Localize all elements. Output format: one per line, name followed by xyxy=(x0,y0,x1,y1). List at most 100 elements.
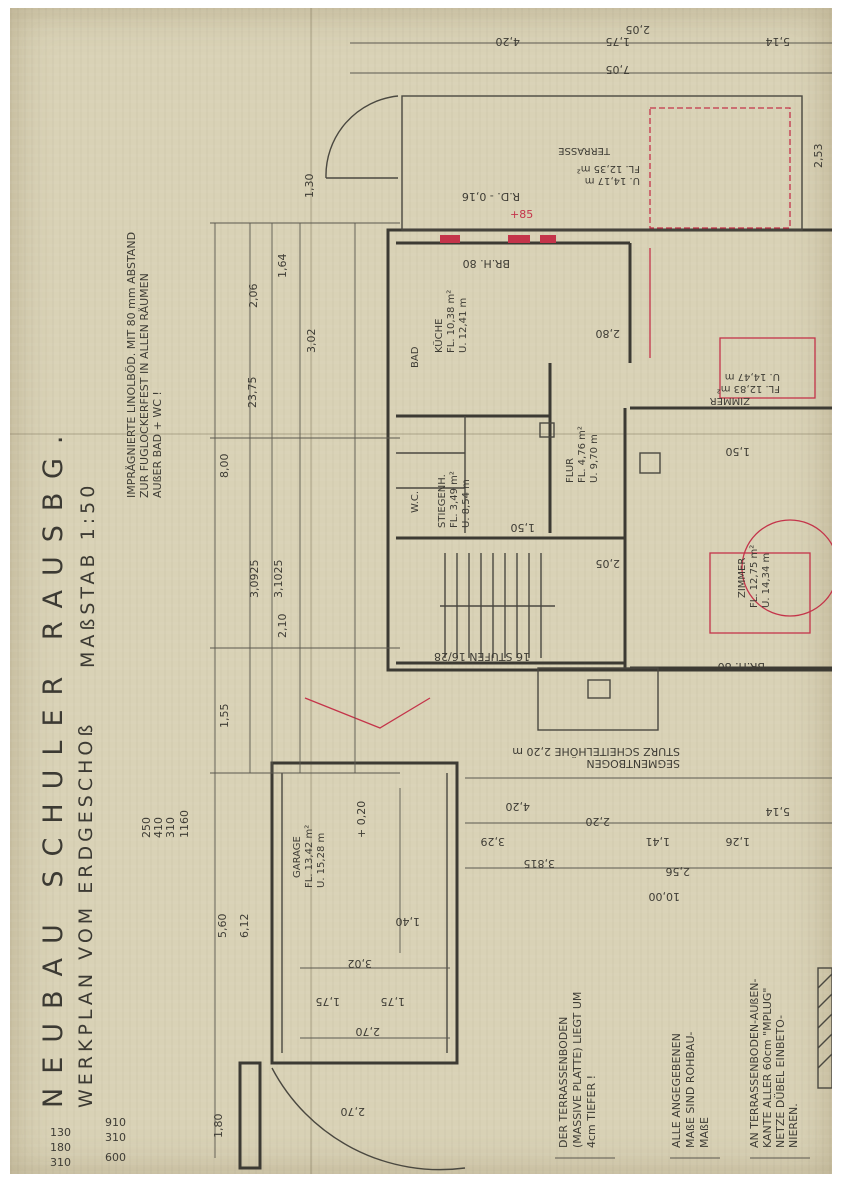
dim-label: + 0,20 xyxy=(355,801,368,838)
room-kueche-perimeter: U. 12,41 m xyxy=(458,298,469,353)
room-kueche-area: FL. 10,38 m² xyxy=(446,290,457,353)
dim-label: 2,05 xyxy=(626,23,651,36)
misc-annotations: +85 + 0,20 R.D. - 0,16 2,05 2,80 1,50 16… xyxy=(355,190,765,838)
bottom-notes: DER TERRASSENBODEN (MASSIVE PLATTE) LIEG… xyxy=(555,979,810,1159)
sum-label: 1160 xyxy=(178,810,191,838)
dim-label: +85 xyxy=(510,208,533,221)
dim-label: BR.H. 80 xyxy=(463,257,510,270)
note-terrace-line-2: (MASSIVE PLATTE) LIEGT UM xyxy=(571,992,584,1148)
dim-label: 1,30 xyxy=(303,174,316,199)
room-flur-area: FL. 4,76 m² xyxy=(577,426,588,483)
dim-label: 1,40 xyxy=(396,915,421,928)
room-stiegenhaus-name: STIEGENH. xyxy=(437,474,448,528)
dim-label: 1,26 xyxy=(726,835,751,848)
note-dowel-line-2: KANTE ALLER 60cm "MPLUG" xyxy=(761,988,774,1148)
dim-label: 2,20 xyxy=(586,815,611,828)
room-garage-perimeter: U. 15,28 m xyxy=(316,833,327,888)
dim-label: 1,50 xyxy=(511,521,536,534)
top-dimension-labels: 7,05 4,20 1,75 2,05 5,14 1,50 2,53 xyxy=(496,23,826,458)
dim-label: 5,14 xyxy=(766,805,791,818)
dim-label: 2,56 xyxy=(666,865,691,878)
dim-label: 5,60 xyxy=(216,914,229,939)
bottom-dimension-labels: 4,20 3,29 3,815 2,20 1,41 1,26 5,14 2,56… xyxy=(481,800,791,903)
dim-label: 3,29 xyxy=(481,835,506,848)
margin-note-line-3: AUßER BAD + WC ! xyxy=(151,391,164,498)
sum-label: 180 xyxy=(50,1141,71,1154)
dim-label: 3,02 xyxy=(305,329,318,354)
room-zimmer-perimeter: U. 14,47 m xyxy=(725,371,780,382)
room-flur-name: FLUR xyxy=(565,458,576,483)
room-terrasse-perimeter: U. 14,17 m xyxy=(585,175,640,186)
room-kueche-name: KÜCHE xyxy=(432,319,445,353)
dim-label: 4,20 xyxy=(506,800,531,813)
dim-label: 23,75 xyxy=(246,377,259,409)
plan-sheet: NEUBAU SCHULER RAUSBG. WERKPLAN VOM ERDG… xyxy=(10,8,832,1174)
dim-label: 2,06 xyxy=(247,284,260,309)
note-dowel-line-3: NETZE DÜBEL EINBETO- xyxy=(774,1015,787,1148)
dim-label: 8,00 xyxy=(218,454,231,479)
stamp-sums: 250 410 310 1160 130 180 310 910 310 600 xyxy=(50,810,191,1169)
dim-label: 3,1025 xyxy=(272,560,285,599)
dim-label: 2,10 xyxy=(276,614,289,639)
plan-subtitle: WERKPLAN VOM ERDGESCHOß xyxy=(75,721,97,1108)
garage-dimension-labels: 2,70 1,75 1,75 3,02 1,40 2,70 xyxy=(316,915,421,1118)
room-garage-area: FL. 13,42 m² xyxy=(304,825,315,888)
room-stiegenhaus-area: FL. 3,49 m² xyxy=(449,471,460,528)
plan-scale: MAßSTAB 1:50 xyxy=(77,482,99,668)
dim-label: 2,05 xyxy=(596,557,621,570)
stair-label: 16 STUFEN 16/28 xyxy=(434,650,530,663)
room-flur-perimeter: U. 9,70 m xyxy=(589,434,600,483)
dim-label: 7,05 xyxy=(606,63,631,76)
dim-label: 2,53 xyxy=(812,144,825,169)
dimension-lines xyxy=(210,42,832,1158)
hatching xyxy=(817,967,832,1089)
sum-label: 130 xyxy=(50,1126,71,1139)
dim-label: 3,02 xyxy=(348,957,373,970)
room-zimmer-name: ZIMMER xyxy=(737,558,748,598)
plan-title: NEUBAU SCHULER RAUSBG. xyxy=(38,422,69,1108)
note-dimensions-line-2: MAßE SIND ROHBAU- xyxy=(684,1031,697,1148)
red-pencil-marks xyxy=(304,248,832,729)
garage xyxy=(238,761,466,1171)
sum-label: 410 xyxy=(152,817,165,838)
dim-label: BR.H. 80 xyxy=(718,660,765,673)
dim-label: 3,815 xyxy=(524,857,556,870)
paper-fold xyxy=(10,433,832,435)
note-terrace-line-3: 4cm TIEFER ! xyxy=(585,1075,598,1148)
note-dowel-line-1: AN TERRASSENBODEN-AUßEN- xyxy=(748,979,761,1148)
room-zimmer-name: ZIMMER xyxy=(710,395,750,406)
dim-label: 2,70 xyxy=(356,1025,381,1038)
dim-label: 5,14 xyxy=(766,35,791,48)
room-labels: GARAGE FL. 13,42 m² U. 15,28 m ZIMMER FL… xyxy=(292,145,780,888)
room-zimmer-area: FL. 12,83 m² xyxy=(717,383,780,394)
room-garage-name: GARAGE xyxy=(292,836,303,878)
room-stiegenhaus-perimeter: U. 8,54 m xyxy=(461,479,472,528)
dim-label: 1,55 xyxy=(218,704,231,729)
paper-fold xyxy=(310,8,312,1174)
sum-label: 910 xyxy=(105,1116,126,1129)
sum-label: 250 xyxy=(140,817,153,838)
left-dimension-labels: 1,30 2,06 1,64 8,00 23,75 3,02 3,0925 3,… xyxy=(212,174,318,1139)
sum-label: 310 xyxy=(50,1156,71,1169)
dim-label: 1,75 xyxy=(606,35,631,48)
room-terrasse-name: TERRASSE xyxy=(558,145,611,156)
sum-label: 600 xyxy=(105,1151,126,1164)
note-dimensions-line-3: MAßE xyxy=(698,1117,711,1148)
sum-label: 310 xyxy=(105,1131,126,1144)
room-zimmer-perimeter: U. 14,34 m xyxy=(761,553,772,608)
room-zimmer-area: FL. 12,75 m² xyxy=(749,545,760,608)
dim-label: 1,64 xyxy=(276,254,289,279)
note-terrace-line-1: DER TERRASSENBODEN xyxy=(557,1017,570,1148)
dim-label: 2,80 xyxy=(596,327,621,340)
lintel-note: STURZ SCHEITELHÖHE 2,20 m xyxy=(512,745,680,758)
dim-label: 1,75 xyxy=(316,995,341,1008)
dim-label: 1,41 xyxy=(646,835,671,848)
room-bad-name: BAD xyxy=(410,346,421,368)
floor-plan-drawing: NEUBAU SCHULER RAUSBG. WERKPLAN VOM ERDG… xyxy=(38,23,832,1171)
margin-note-line-1: IMPRÄGNIERTE LINOLBÖD. MIT 80 mm ABSTAND xyxy=(125,232,138,498)
room-terrasse-area: FL. 12,35 m² xyxy=(577,163,640,174)
dim-label: 4,20 xyxy=(496,35,521,48)
dim-label: 6,12 xyxy=(238,914,251,939)
dim-label: 1,75 xyxy=(381,995,406,1008)
dim-label: 10,00 xyxy=(649,890,681,903)
